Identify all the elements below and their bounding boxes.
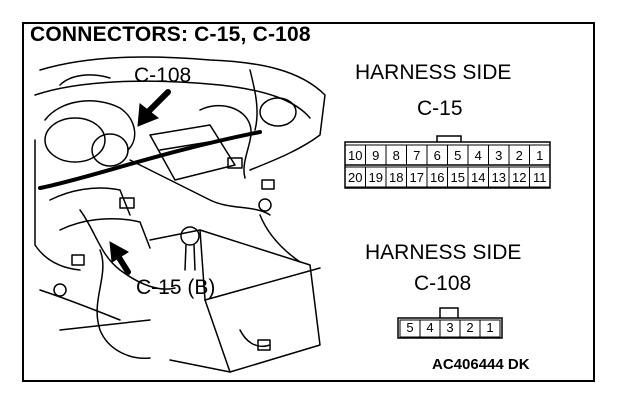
- pin-number: 17: [410, 170, 424, 185]
- pin-number: 6: [434, 148, 441, 163]
- pin-number: 2: [466, 320, 473, 335]
- pin-number: 16: [430, 170, 444, 185]
- callout-c15: C-15 (B): [136, 276, 216, 299]
- pin-number: 1: [486, 320, 493, 335]
- c15-harness-side-label: HARNESS SIDE: [355, 61, 512, 84]
- pin-number: 5: [454, 148, 461, 163]
- figure-id: AC406444 DK: [432, 356, 530, 373]
- pin-number: 20: [348, 170, 362, 185]
- pin-number: 14: [471, 170, 485, 185]
- pin-number: 15: [451, 170, 465, 185]
- pin-number: 19: [369, 170, 383, 185]
- diagram-title: CONNECTORS: C-15, C-108: [30, 23, 311, 46]
- pin-number: 5: [406, 320, 413, 335]
- pin-number: 4: [426, 320, 433, 335]
- callout-c108: C-108: [134, 64, 192, 87]
- pin-number: 8: [393, 148, 400, 163]
- pin-number: 1: [536, 148, 543, 163]
- pin-number: 2: [516, 148, 523, 163]
- pin-number: 12: [512, 170, 526, 185]
- c108-harness-side-label: HARNESS SIDE: [365, 241, 522, 264]
- pin-number: 10: [348, 148, 362, 163]
- pin-number: 4: [475, 148, 482, 163]
- c15-connector-name: C-15: [417, 97, 463, 120]
- c108-connector-outline: [397, 307, 503, 339]
- pin-number: 3: [446, 320, 453, 335]
- pin-cell: [529, 144, 551, 166]
- pin-number: 11: [533, 170, 547, 185]
- pin-number: 7: [413, 148, 420, 163]
- pin-number: 3: [495, 148, 502, 163]
- pin-number: 9: [372, 148, 379, 163]
- pin-cell: [529, 166, 551, 188]
- c108-connector-name: C-108: [414, 272, 472, 295]
- pin-cell: [479, 319, 501, 338]
- pin-number: 13: [492, 170, 506, 185]
- pin-number: 18: [389, 170, 403, 185]
